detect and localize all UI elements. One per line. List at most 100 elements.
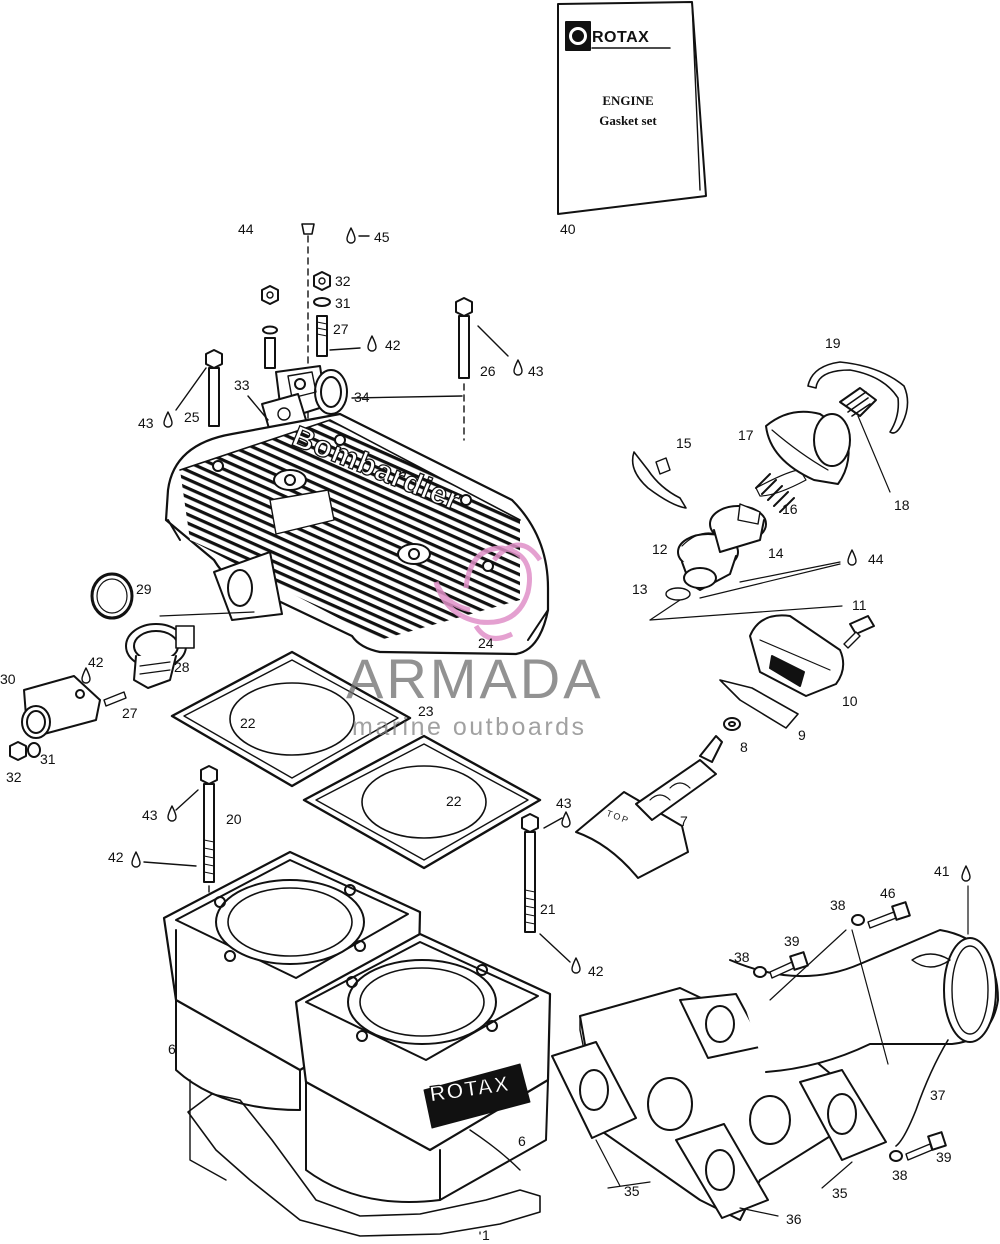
cap-screw [889,1131,947,1162]
callout-32: 32 [335,273,351,289]
callout-15: 15 [676,435,692,451]
bleed-screw [301,223,315,431]
stud [103,691,127,707]
callout-22: 22 [240,715,256,731]
spring [755,469,807,513]
callout-14: 14 [768,545,784,561]
callout-6: 6 [518,1133,526,1149]
valve-housing [749,614,845,697]
callout-38: 38 [830,897,846,913]
head-gasket [170,650,412,788]
manifold-gasket [675,1123,769,1219]
hose [895,1039,949,1147]
oil-drop-icon [513,359,523,376]
callout-39: 39 [936,1149,952,1165]
callout-13: 13 [632,581,648,597]
oil-drop-icon [961,865,971,882]
callout-28: 28 [174,659,190,675]
callout-8: 8 [740,739,748,755]
callout-21: 21 [540,901,556,917]
callout-10: 10 [842,693,858,709]
valve-gasket [719,679,799,729]
callout-11: 11 [852,597,867,613]
washer [27,742,41,758]
washer [262,325,278,335]
valve-cover [765,410,851,485]
cylinder-bolt [521,813,539,933]
gasket-set-booklet [557,1,707,215]
stud [264,337,276,369]
callout-6: 6 [168,1041,176,1057]
callout-31: 31 [40,751,56,767]
callout-24: 24 [478,635,494,651]
o-ring [90,572,134,620]
callout-46: 46 [880,885,896,901]
callout-43: 43 [138,415,154,431]
spring-clip [807,361,909,434]
watermark-subtitle: marine outboards [352,713,587,741]
oil-drop-icon [847,549,857,566]
callout-36: 36 [786,1211,802,1227]
callout-33: 33 [234,377,250,393]
callout-35: 35 [832,1185,848,1201]
callout-9: 9 [798,727,806,743]
piston [575,735,723,879]
callout-42: 42 [385,337,401,353]
callout-20: 20 [226,811,242,827]
nut [313,271,331,291]
callout-18: 18 [894,497,910,513]
callout-26: 26 [480,363,496,379]
thermostat [125,623,195,689]
callout-29: 29 [136,581,152,597]
thermostat-housing [21,675,101,739]
booklet-brand: ROTAX [592,29,650,46]
oil-drop-icon [81,667,91,684]
exhaust-elbow [729,929,999,1073]
cap-screw [843,615,875,649]
callout-30: 30 [0,671,16,687]
valve-cap [839,387,877,417]
callout-22: 22 [446,793,462,809]
oil-drop-icon [131,851,141,868]
oil-drop-icon [163,411,173,428]
callout-16: 16 [782,501,798,517]
valve-piston [709,503,767,553]
callout-27: 27 [122,705,138,721]
clip [665,587,691,601]
callout-12: 12 [652,541,668,557]
washer [723,717,741,731]
washer [313,297,331,307]
oil-drop-icon [167,805,177,822]
callout-23: 23 [418,703,434,719]
callout-1: 1 [482,1227,490,1243]
manifold-gasket [799,1069,887,1161]
callout-44: 44 [238,221,254,237]
callout-7: 7 [680,813,688,829]
head-bolt [455,297,473,441]
cap-screw [753,951,809,979]
oil-drop-icon [571,957,581,974]
booklet-subtitle: Gasket set [599,113,657,128]
oil-drop-icon [561,811,571,828]
stud [316,315,328,357]
callout-17: 17 [738,427,754,443]
callout-42: 42 [88,654,104,670]
cable-retainer [631,451,687,509]
booklet-title: ENGINE [602,93,654,108]
callout-35: 35 [624,1183,640,1199]
callout-38: 38 [892,1167,908,1183]
oil-drop-icon [346,227,356,244]
callout-38: 38 [734,949,750,965]
callout-43: 43 [142,807,158,823]
watermark-title: ARMADA [346,647,604,710]
callout-40: 40 [560,221,576,237]
manifold-gasket [551,1041,637,1139]
callout-39: 39 [784,933,800,949]
base-gasket [187,1093,541,1237]
callout-19: 19 [825,335,841,351]
callout-32: 32 [6,769,22,785]
cylinder [294,932,552,1203]
callout-45: 45 [374,229,390,245]
callout-27: 27 [333,321,349,337]
